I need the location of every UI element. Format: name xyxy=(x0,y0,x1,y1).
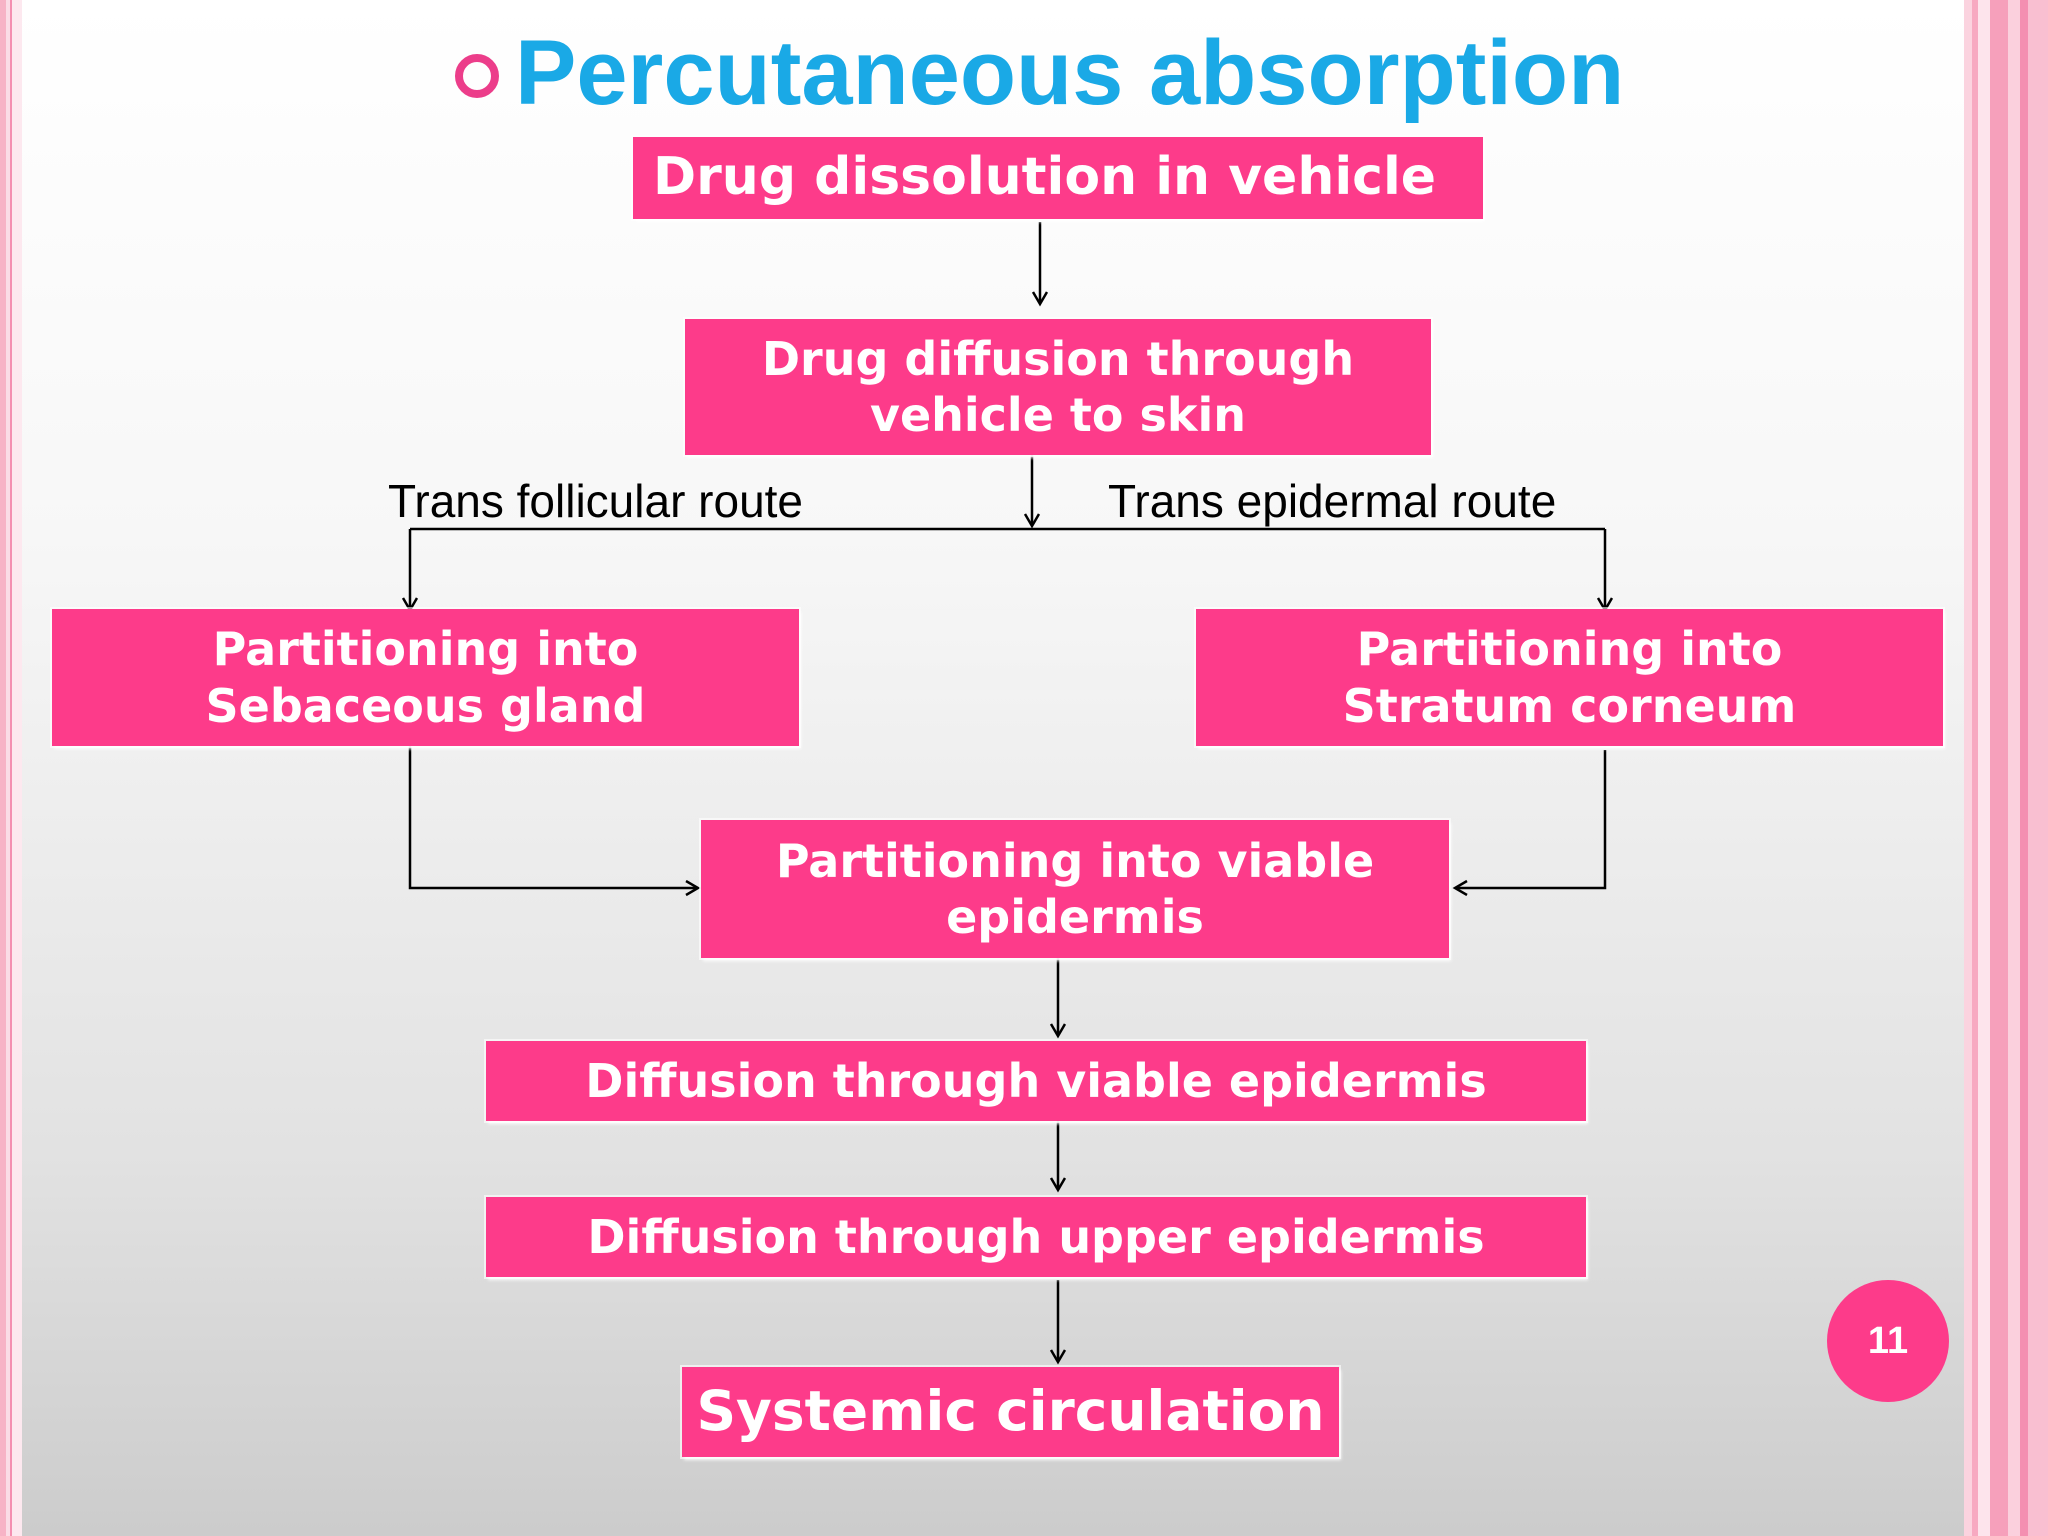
page-number-badge: 11 xyxy=(1827,1280,1949,1402)
box-stratum-corneum: Partitioning into Stratum corneum xyxy=(1196,609,1943,746)
box-drug-dissolution: Drug dissolution in vehicle xyxy=(633,137,1483,219)
route-label-follicular: Trans follicular route xyxy=(388,475,804,527)
arrow-stratum-to-viable xyxy=(1455,750,1607,888)
box-viable-partition-line-2: epidermis xyxy=(946,890,1204,944)
slide-title: Percutaneous absorption xyxy=(455,18,1624,128)
box-viable-epidermis-partition: Partitioning into viable epidermis xyxy=(701,820,1449,958)
box-systemic-circulation: Systemic circulation xyxy=(682,1367,1339,1457)
box-systemic-text: Systemic circulation xyxy=(696,1379,1325,1444)
bullet-circle-icon xyxy=(455,54,499,98)
box-stratum-line-1: Partitioning into xyxy=(1356,622,1783,677)
box-drug-diffusion-line-2: vehicle to skin xyxy=(869,388,1247,442)
box-diffusion-upper-epidermis: Diffusion through upper epidermis xyxy=(486,1197,1586,1277)
box-stratum-line-2: Stratum corneum xyxy=(1342,678,1797,733)
box-sebaceous-gland: Partitioning into Sebaceous gland xyxy=(52,609,799,746)
arrow-sebaceous-to-viable xyxy=(408,735,698,888)
box-drug-diffusion: Drug diffusion through vehicle to skin xyxy=(685,319,1431,455)
box-diffusion-viable-epidermis: Diffusion through viable epidermis xyxy=(486,1041,1586,1121)
box-diffusion-upper-text: Diffusion through upper epidermis xyxy=(587,1209,1485,1264)
box-sebaceous-line-1: Partitioning into xyxy=(212,622,639,677)
box-diffusion-viable-text: Diffusion through viable epidermis xyxy=(585,1053,1487,1108)
page-number-text: 11 xyxy=(1867,1319,1909,1362)
box-sebaceous-line-2: Sebaceous gland xyxy=(205,678,646,733)
route-label-epidermal: Trans epidermal route xyxy=(1108,475,1557,527)
box-drug-diffusion-line-1: Drug diffusion through xyxy=(761,331,1355,386)
title-text: Percutaneous absorption xyxy=(515,21,1625,124)
left-decorative-border xyxy=(0,0,22,1536)
right-decorative-border xyxy=(1964,0,2048,1536)
box-viable-partition-line-1: Partitioning into viable xyxy=(775,833,1375,888)
box-drug-dissolution-text: Drug dissolution in vehicle xyxy=(653,147,1437,208)
